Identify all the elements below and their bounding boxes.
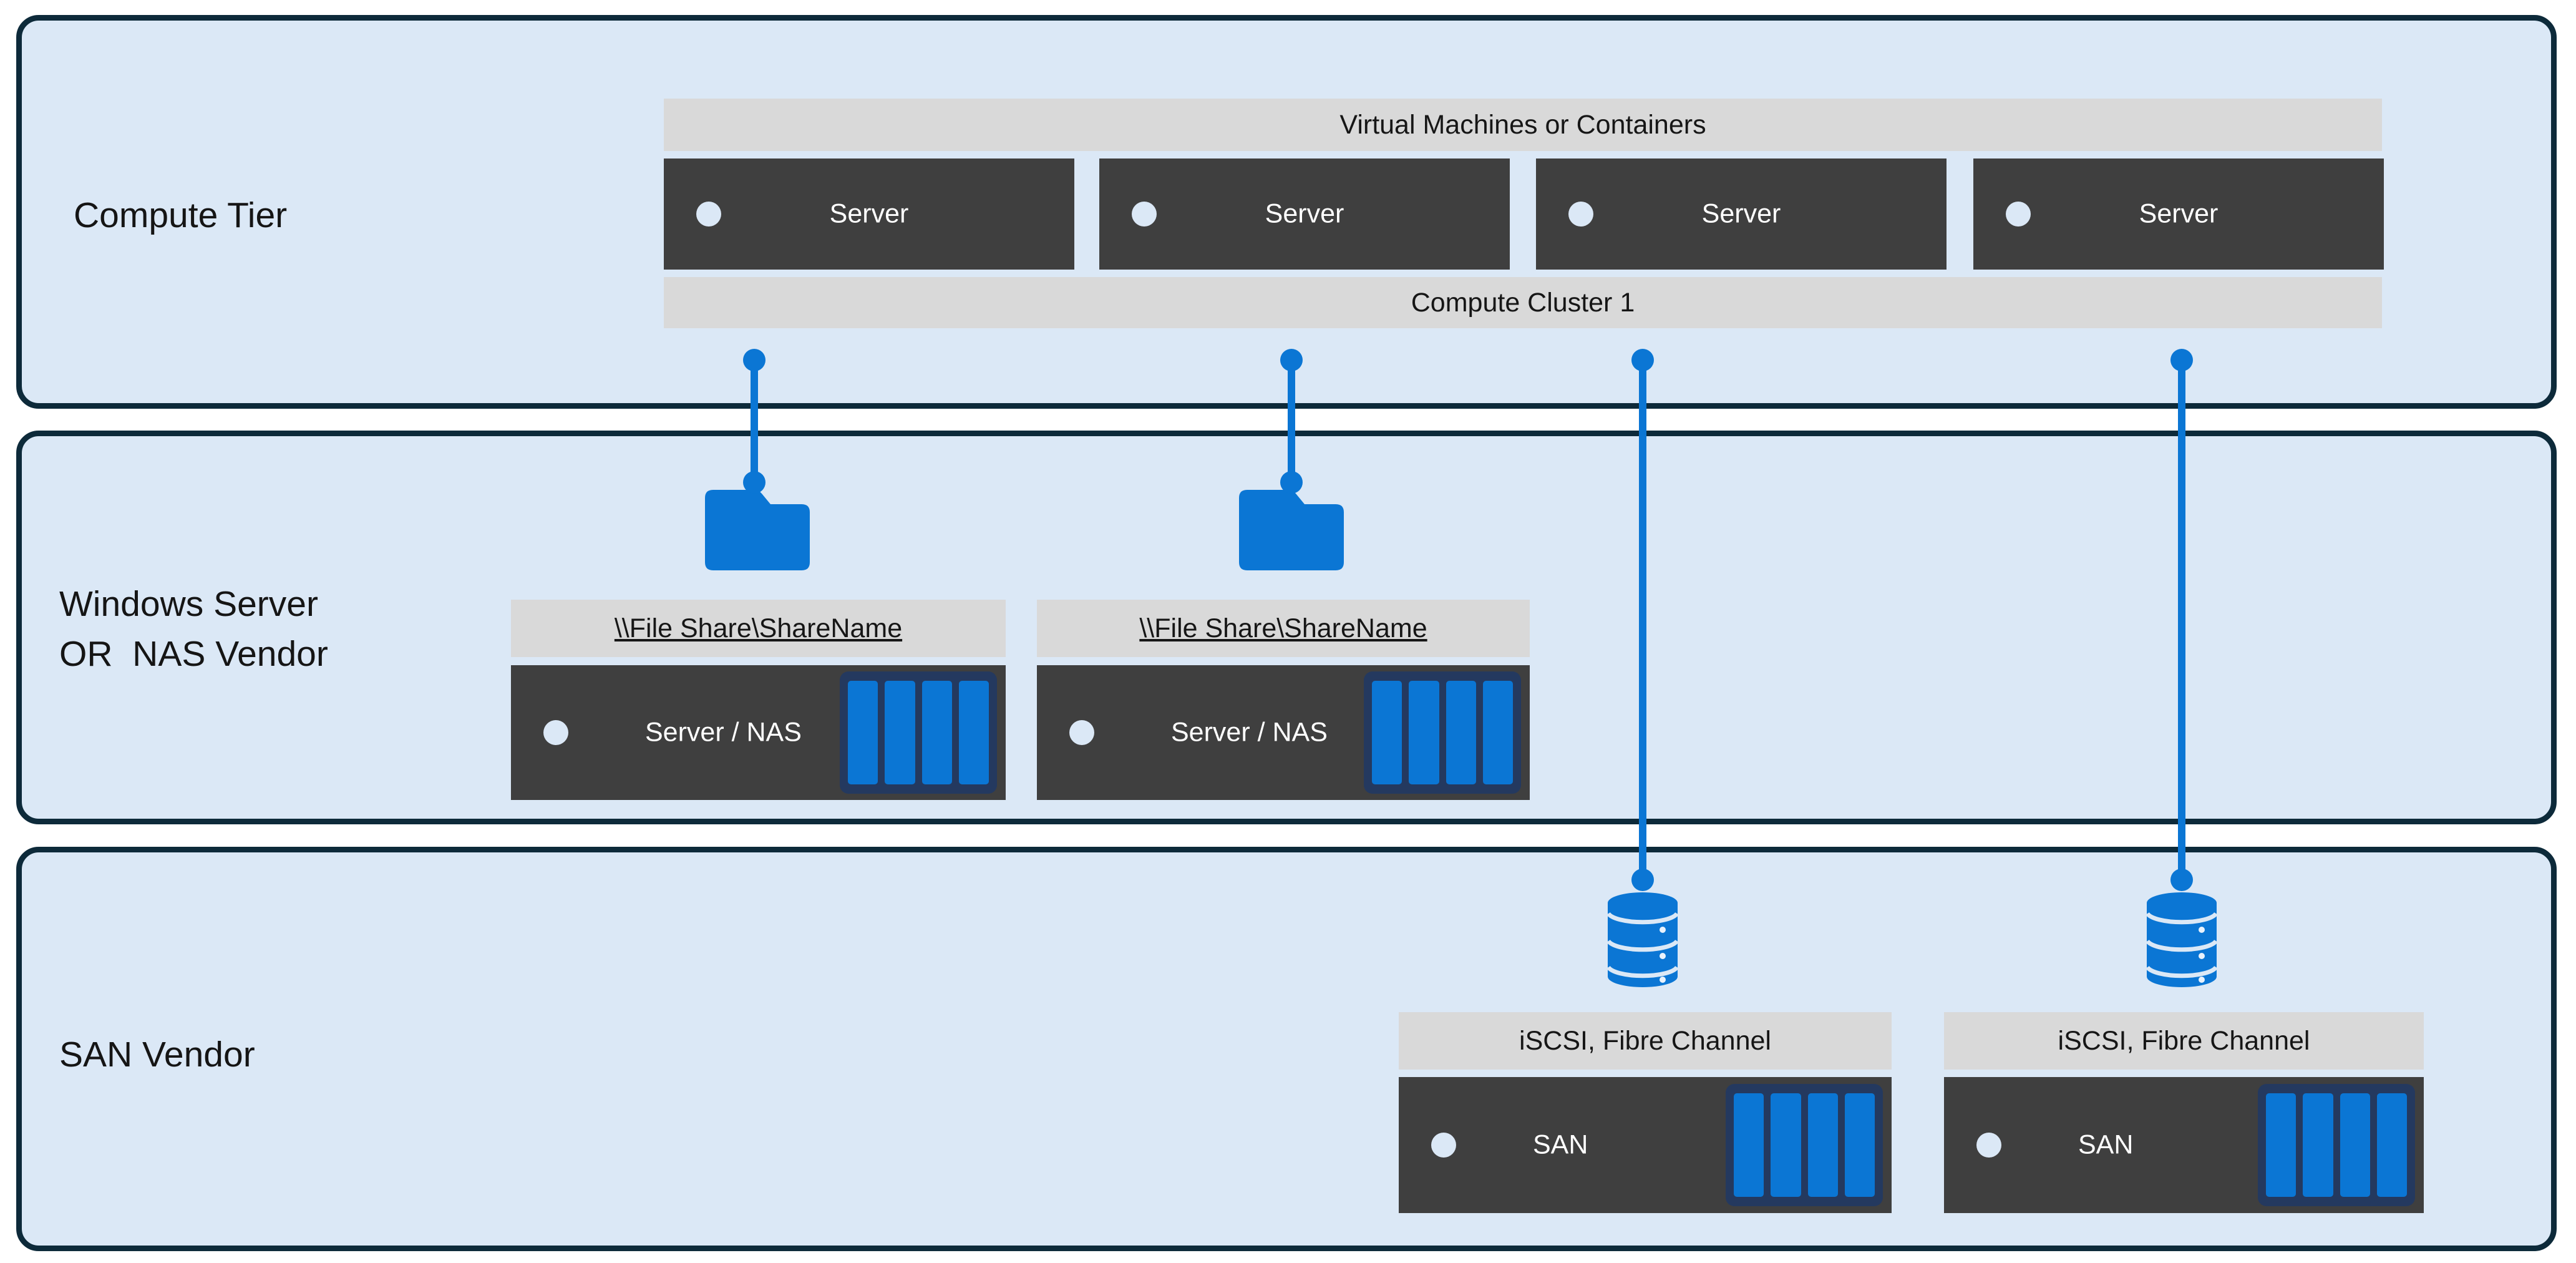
san-node-2: SAN (1944, 1077, 2424, 1213)
server-nas-node-1: Server / NAS (511, 665, 1006, 800)
disk-array (840, 671, 997, 794)
server-node-1: Server (664, 158, 1074, 270)
connector-endpoint (2170, 349, 2193, 371)
connector-line (2178, 360, 2185, 880)
san-protocol-label: iSCSI, Fibre Channel (1519, 1025, 1771, 1056)
san-label: SAN (1533, 1129, 1588, 1160)
disk-array (1726, 1084, 1883, 1206)
san-status-dot (1976, 1133, 2001, 1158)
folder-icon (705, 482, 810, 573)
server-nas-label: Server / NAS (645, 717, 802, 748)
server-label: Server (1701, 198, 1781, 229)
server-node-3: Server (1536, 158, 1947, 270)
server-node-2: Server (1099, 158, 1510, 270)
disk-array (1364, 671, 1521, 794)
server-status-dot (1568, 202, 1593, 227)
server-nas-status-dot (1069, 720, 1094, 745)
server-label: Server (2139, 198, 2219, 229)
database-icon (1606, 892, 1679, 990)
file-share-path: \\File Share\ShareName (614, 613, 903, 643)
folder-icon (1239, 482, 1344, 573)
compute-cluster-label: Compute Cluster 1 (1411, 287, 1635, 318)
san-protocol-bar-1: iSCSI, Fibre Channel (1399, 1012, 1892, 1070)
server-label: Server (1265, 198, 1344, 229)
compute-cluster-bar: Compute Cluster 1 (664, 277, 2382, 328)
vm-containers-bar: Virtual Machines or Containers (664, 99, 2382, 151)
nas-tier-label: Windows Server OR NAS Vendor (59, 584, 328, 674)
connector-endpoint (2170, 869, 2193, 891)
connector-endpoint (743, 349, 766, 371)
connector-endpoint (1631, 349, 1654, 371)
server-nas-status-dot (543, 720, 568, 745)
database-icon (2146, 892, 2218, 990)
server-nas-label: Server / NAS (1171, 717, 1328, 748)
san-protocol-bar-2: iSCSI, Fibre Channel (1944, 1012, 2424, 1070)
san-status-dot (1431, 1133, 1456, 1158)
file-share-bar-2: \\File Share\ShareName (1037, 600, 1530, 657)
file-share-path: \\File Share\ShareName (1139, 613, 1427, 643)
server-status-dot (2006, 202, 2031, 227)
san-protocol-label: iSCSI, Fibre Channel (2058, 1025, 2310, 1056)
san-node-1: SAN (1399, 1077, 1892, 1213)
server-status-dot (696, 202, 721, 227)
file-share-bar-1: \\File Share\ShareName (511, 600, 1006, 657)
connector-endpoint (1280, 349, 1303, 371)
connector-line (1288, 360, 1295, 482)
server-label: Server (829, 198, 909, 229)
connector-endpoint (1631, 869, 1654, 891)
connector-line (751, 360, 758, 482)
san-tier-label: SAN Vendor (59, 1035, 255, 1075)
disk-array (2258, 1084, 2415, 1206)
connector-endpoint (1280, 471, 1303, 494)
server-nas-node-2: Server / NAS (1037, 665, 1530, 800)
compute-tier-label: Compute Tier (74, 195, 288, 235)
server-status-dot (1132, 202, 1157, 227)
server-node-4: Server (1973, 158, 2384, 270)
san-label: SAN (2078, 1129, 2134, 1160)
connector-endpoint (743, 471, 766, 494)
connector-line (1639, 360, 1646, 880)
vm-containers-label: Virtual Machines or Containers (1339, 109, 1706, 140)
